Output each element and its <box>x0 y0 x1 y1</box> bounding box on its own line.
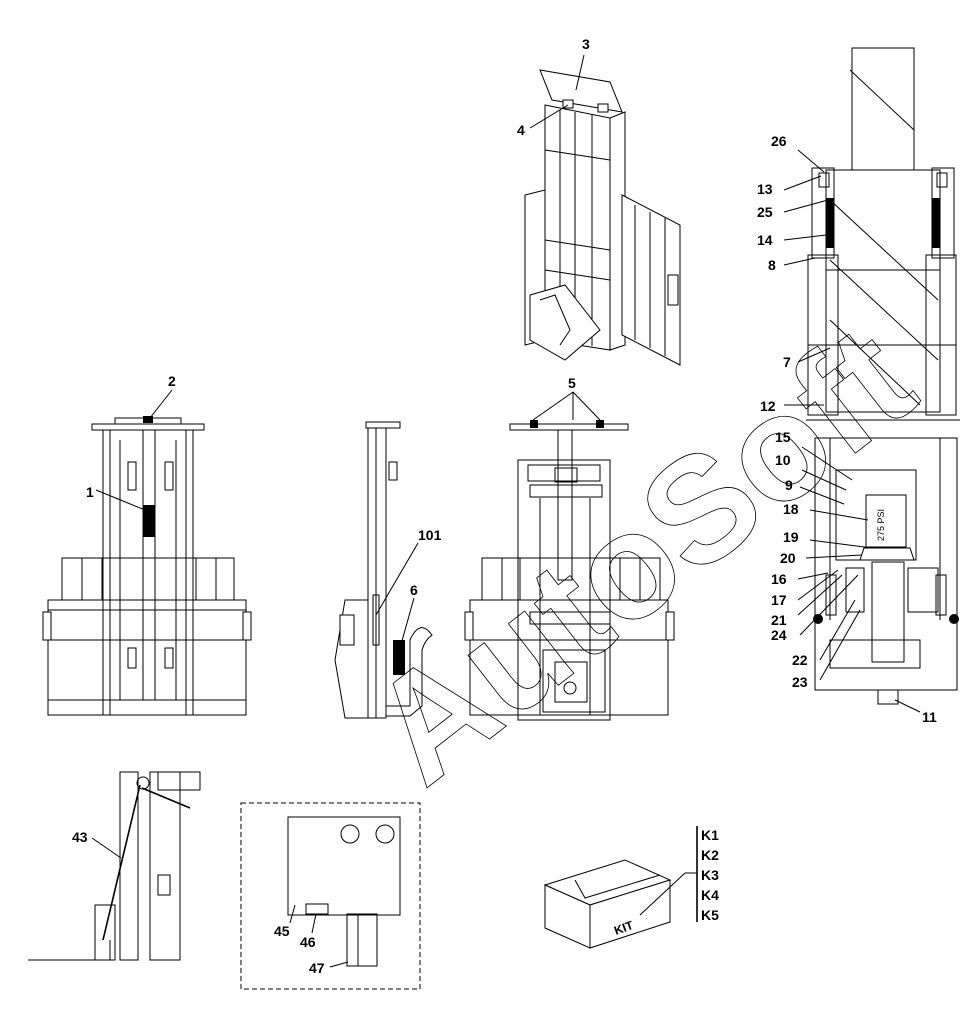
callout-6: 6 <box>410 582 418 598</box>
callout-21: 21 <box>771 612 787 628</box>
cylinder-section: 275 PSI <box>806 47 960 705</box>
callout-10: 10 <box>775 452 791 468</box>
watermark: AutoSoft <box>340 293 942 815</box>
callout-9: 9 <box>785 477 793 493</box>
callout-19: 19 <box>783 529 799 545</box>
kit-box-label: KIT <box>612 918 636 938</box>
callout-16: 16 <box>771 571 787 587</box>
callout-17: 17 <box>771 592 787 608</box>
callout-43: 43 <box>72 829 88 845</box>
callout-1: 1 <box>86 484 94 500</box>
callout-47: 47 <box>309 960 325 976</box>
callout-20: 20 <box>780 550 796 566</box>
cable-view <box>28 771 201 961</box>
callout-12: 12 <box>760 398 776 414</box>
callout-5: 5 <box>568 375 576 391</box>
callout-46: 46 <box>300 934 316 950</box>
callout-22: 22 <box>792 652 808 668</box>
callout-26: 26 <box>771 133 787 149</box>
leader-lines <box>91 54 921 968</box>
callout-3: 3 <box>582 36 590 52</box>
detail-box <box>240 802 421 990</box>
callout-24: 24 <box>771 627 787 643</box>
side-view <box>334 421 433 719</box>
callout-45: 45 <box>274 923 290 939</box>
kit-item-k5: K5 <box>701 907 719 923</box>
callout-25: 25 <box>757 204 773 220</box>
kit-box: KIT K1 K2 K3 K4 K5 <box>543 826 719 949</box>
callout-101: 101 <box>418 527 442 543</box>
isometric-view <box>524 69 681 366</box>
callout-2: 2 <box>168 373 176 389</box>
kit-item-k1: K1 <box>701 827 719 843</box>
callout-11: 11 <box>922 709 937 725</box>
callout-7: 7 <box>783 354 791 370</box>
pressure-label: 275 PSI <box>876 509 886 541</box>
callout-13: 13 <box>757 181 773 197</box>
callouts: 3 4 2 1 5 101 6 26 13 25 14 8 7 12 15 10… <box>72 36 937 976</box>
kit-item-k4: K4 <box>701 887 719 903</box>
kit-item-k2: K2 <box>701 847 719 863</box>
rear-view <box>464 420 675 721</box>
callout-4: 4 <box>517 122 525 138</box>
callout-18: 18 <box>783 501 799 517</box>
callout-23: 23 <box>792 674 808 690</box>
front-view <box>42 416 252 716</box>
callout-8: 8 <box>768 257 776 273</box>
callout-14: 14 <box>757 232 773 248</box>
kit-item-k3: K3 <box>701 867 719 883</box>
callout-15: 15 <box>775 429 791 445</box>
